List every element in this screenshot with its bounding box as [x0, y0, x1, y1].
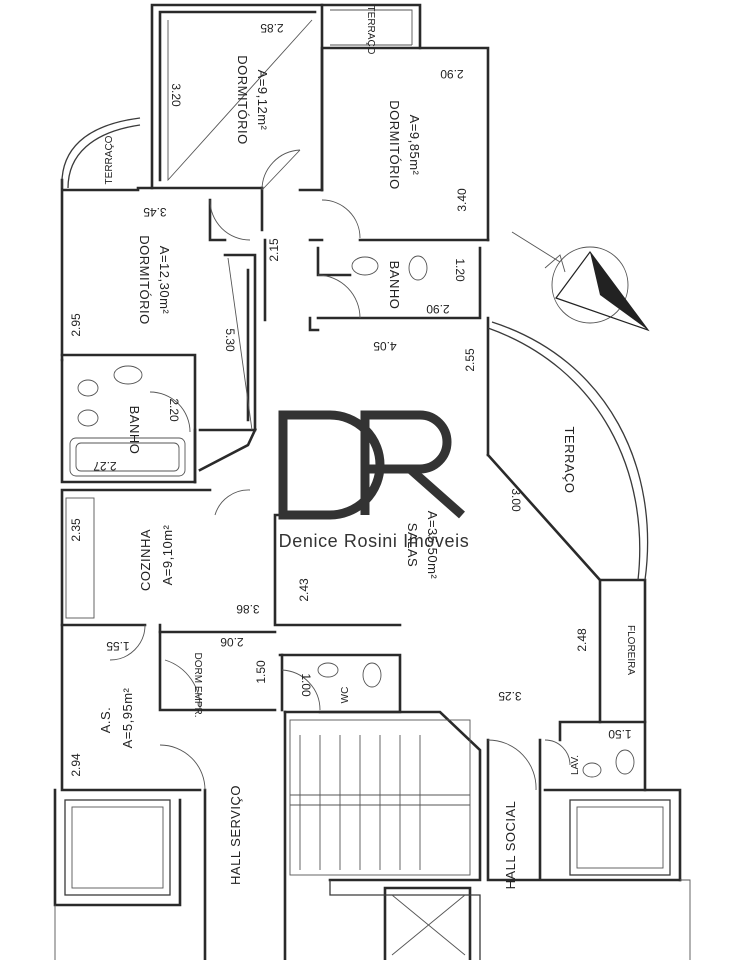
as-name: A.S.	[98, 707, 113, 734]
dim-2-43: 2.43	[297, 578, 311, 602]
dim-2-90-b: 2.90	[426, 302, 450, 316]
dim-3-00: 3.00	[509, 488, 523, 512]
terraco-main-label: TERRAÇO	[562, 426, 577, 493]
dim-2-95: 2.95	[69, 313, 83, 337]
dim-3-86: 3.86	[236, 602, 260, 616]
terraco-small1-label: TERRAÇO	[365, 6, 376, 55]
dimension-labels: 2.85 3.20 2.90 3.40 3.45 2.15 2.95 5.30 …	[69, 21, 632, 777]
cozinha-name: COZINHA	[138, 529, 153, 591]
banho2-label: BANHO	[387, 261, 402, 310]
dim-3-40: 3.40	[455, 188, 469, 212]
dim-2-27: 2.27	[93, 459, 117, 473]
dim-5-30: 5.30	[223, 328, 237, 352]
logo-watermark: Denice Rosini Imóveis	[278, 410, 470, 551]
dim-2-35: 2.35	[69, 518, 83, 542]
dorm1-area: A=9,12m²	[255, 70, 270, 131]
dim-2-94: 2.94	[69, 753, 83, 777]
dim-4-05: 4.05	[373, 339, 397, 353]
cozinha-area: A=9,10m²	[160, 524, 175, 585]
dorm1-name: DORMITÓRIO	[235, 55, 250, 145]
wc-label: WC	[340, 687, 351, 704]
lav-label: LAV.	[570, 755, 581, 775]
dim-3-20: 3.20	[169, 83, 183, 107]
floreira-label: FLOREIRA	[625, 625, 636, 675]
salas-name: SALAS	[405, 523, 420, 567]
dorm2-area: A=9,85m²	[407, 115, 422, 176]
dim-3-45: 3.45	[143, 205, 167, 219]
hall-social-label: HALL SOCIAL	[503, 801, 518, 890]
dim-1-55: 1.55	[106, 639, 130, 653]
walls	[53, 3, 691, 960]
dim-1-20: 1.20	[453, 258, 467, 282]
dim-2-55: 2.55	[463, 348, 477, 372]
dim-2-48: 2.48	[575, 628, 589, 652]
logo-text: Denice Rosini Imóveis	[279, 531, 470, 551]
dorm3-name: DORMITÓRIO	[137, 235, 152, 325]
dorm3-area: A=12,30m²	[157, 246, 172, 315]
dim-2-20: 2.20	[167, 398, 181, 422]
salas-area: A=35,50m²	[425, 511, 440, 580]
hall-servico-label: HALL SERVIÇO	[228, 785, 243, 885]
dim-3-25: 3.25	[498, 689, 522, 703]
dorm-empr-label: DORM EMPR.	[192, 653, 203, 718]
dim-1-00: 1.00	[299, 673, 313, 697]
dim-2-06: 2.06	[220, 635, 244, 649]
dim-1-50-b: 1.50	[608, 727, 632, 741]
north-arrow-icon	[511, 231, 650, 332]
dim-2-15: 2.15	[267, 238, 281, 262]
dim-2-85: 2.85	[260, 21, 284, 35]
dim-2-90-a: 2.90	[440, 67, 464, 81]
as-area: A=5,95m²	[120, 687, 135, 748]
dim-1-50-a: 1.50	[254, 660, 268, 684]
room-labels: DORMITÓRIO A=9,12m² DORMITÓRIO A=9,85m² …	[98, 6, 636, 890]
banho1-label: BANHO	[127, 406, 142, 455]
fixtures	[64, 19, 671, 956]
terraco-small2-label: TERRAÇO	[104, 135, 115, 184]
dorm2-name: DORMITÓRIO	[387, 100, 402, 190]
